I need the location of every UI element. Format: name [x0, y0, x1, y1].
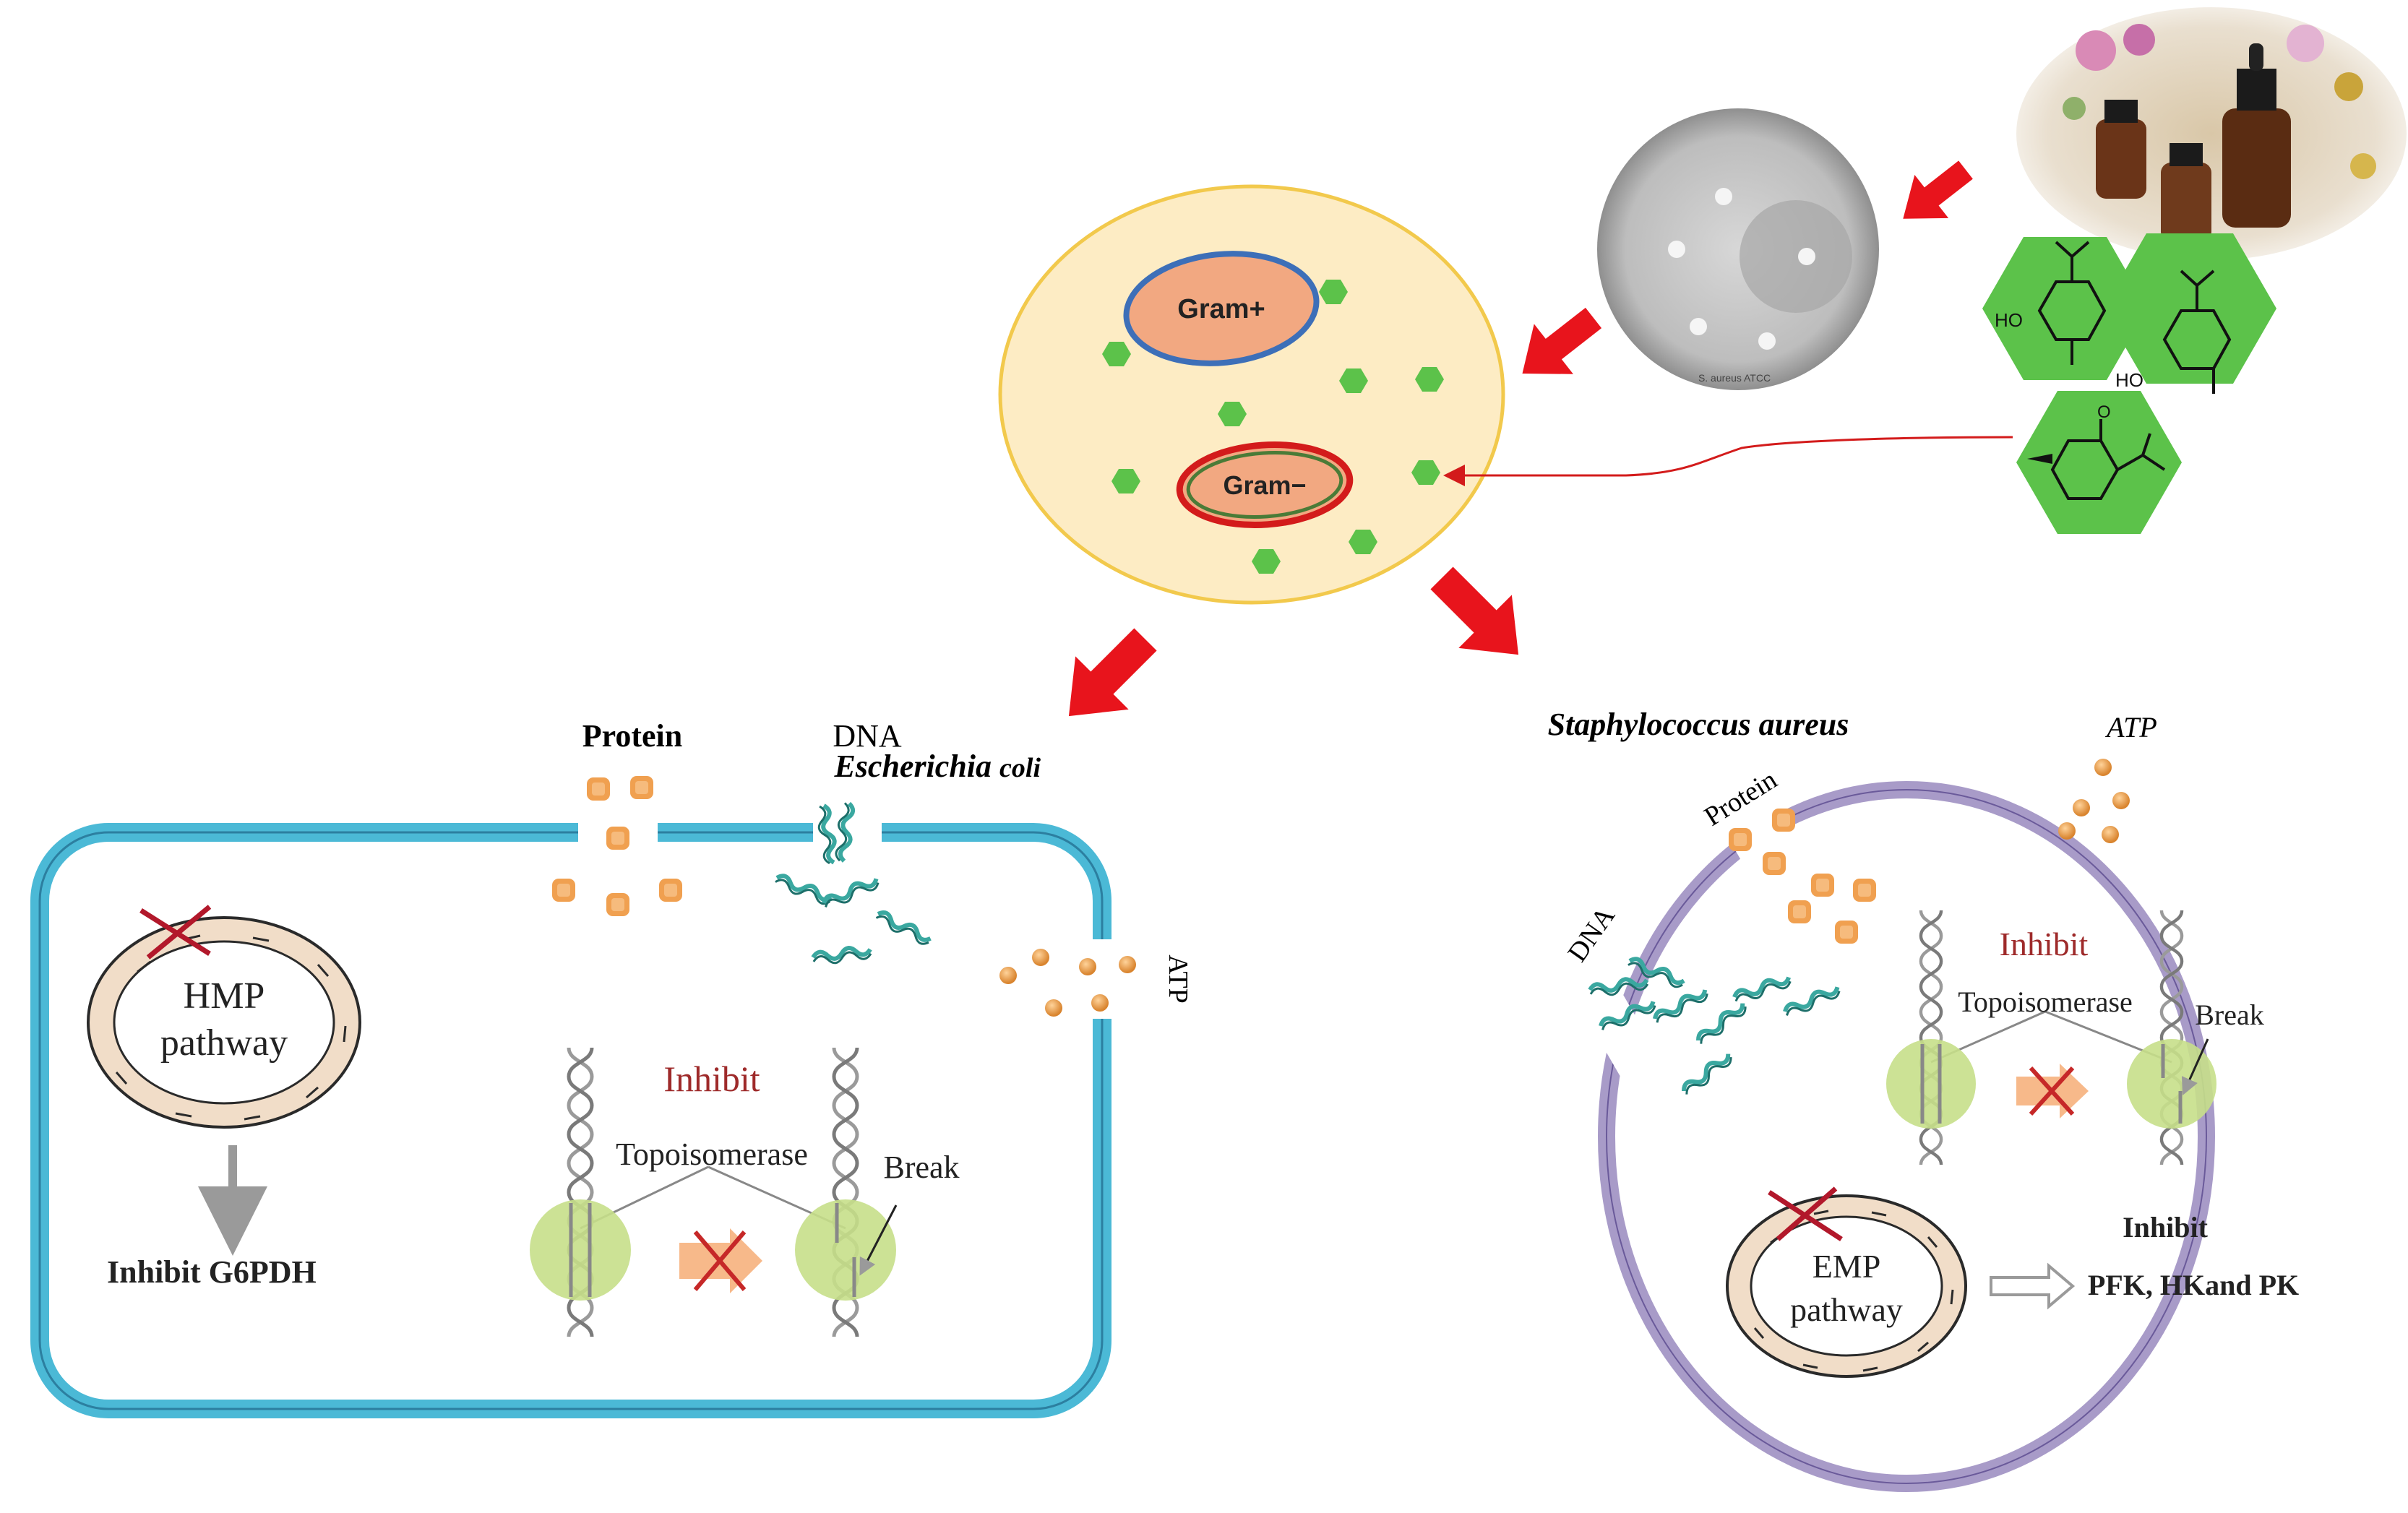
saureus-break-label: Break [2195, 999, 2264, 1031]
arrow-photo-to-plate [1903, 160, 1973, 219]
emp-pathway-line1: EMP [1813, 1248, 1881, 1285]
ecoli-title: Escherichia coli [833, 749, 1041, 784]
hmp-pathway-cycle: HMP pathway [87, 905, 361, 1129]
molecule-ho-1: HO [1995, 309, 2023, 331]
central-cell: Gram+ Gram− [998, 184, 1505, 605]
ecoli-panel: Escherichia coli Protein DNA ATP [30, 718, 1193, 1418]
saureus-atp-label: ATP [2104, 711, 2157, 743]
saureus-topoisomerase: Inhibit Topoisomerase Break [1886, 910, 2264, 1165]
molecule-hexagons: HO HO O [1982, 233, 2276, 534]
saureus-title: Staphylococcus aureus [1548, 707, 1849, 742]
arrow-to-ecoli [1068, 628, 1157, 717]
molecule-o: O [2097, 402, 2111, 422]
agar-plate: S. aureus ATCC [1597, 108, 1879, 390]
ecoli-protein-label: Protein [582, 718, 683, 754]
molecule-ho-2: HO [2115, 369, 2143, 391]
hmp-pathway-line1: HMP [184, 975, 265, 1017]
emp-pathway-line2: pathway [1790, 1291, 1903, 1328]
saureus-panel: Staphylococcus aureus Protein ATP DNA [1548, 707, 2299, 1492]
ecoli-break-label: Break [883, 1150, 959, 1185]
essential-oil-photo [2016, 7, 2407, 260]
ecoli-dna-label: DNA [833, 718, 902, 754]
gram-negative-label: Gram− [1223, 470, 1306, 500]
saureus-topoisomerase-label: Topoisomerase [1958, 986, 2133, 1018]
emp-right-arrow [1990, 1262, 2076, 1310]
hmp-pathway-line2: pathway [160, 1022, 288, 1064]
saureus-dna-label: DNA [1562, 901, 1621, 967]
ecoli-topoisomerase-label: Topoisomerase [616, 1137, 808, 1172]
plate-label: S. aureus ATCC [1698, 372, 1771, 384]
emp-pathway-cycle: EMP pathway [1726, 1186, 1967, 1378]
ecoli-topoisomerase: Inhibit Topoisomerase Break [530, 1048, 960, 1337]
arrow-plate-to-cell [1522, 307, 1602, 374]
ecoli-inhibit-label: Inhibit [663, 1059, 760, 1099]
ecoli-atp-label: ATP [1163, 954, 1193, 1004]
gram-positive-label: Gram+ [1177, 294, 1265, 324]
saureus-inhibit-label: Inhibit [2000, 926, 2089, 962]
arrow-to-saureus [1430, 566, 1519, 655]
saureus-inhibit-enzymes: PFK, HKand PK [2088, 1269, 2299, 1301]
saureus-inhibit-label-2: Inhibit [2123, 1211, 2209, 1243]
molecule-to-cell-arrow [1443, 436, 2013, 486]
ecoli-inhibit-g6pdh: Inhibit G6PDH [107, 1254, 317, 1290]
